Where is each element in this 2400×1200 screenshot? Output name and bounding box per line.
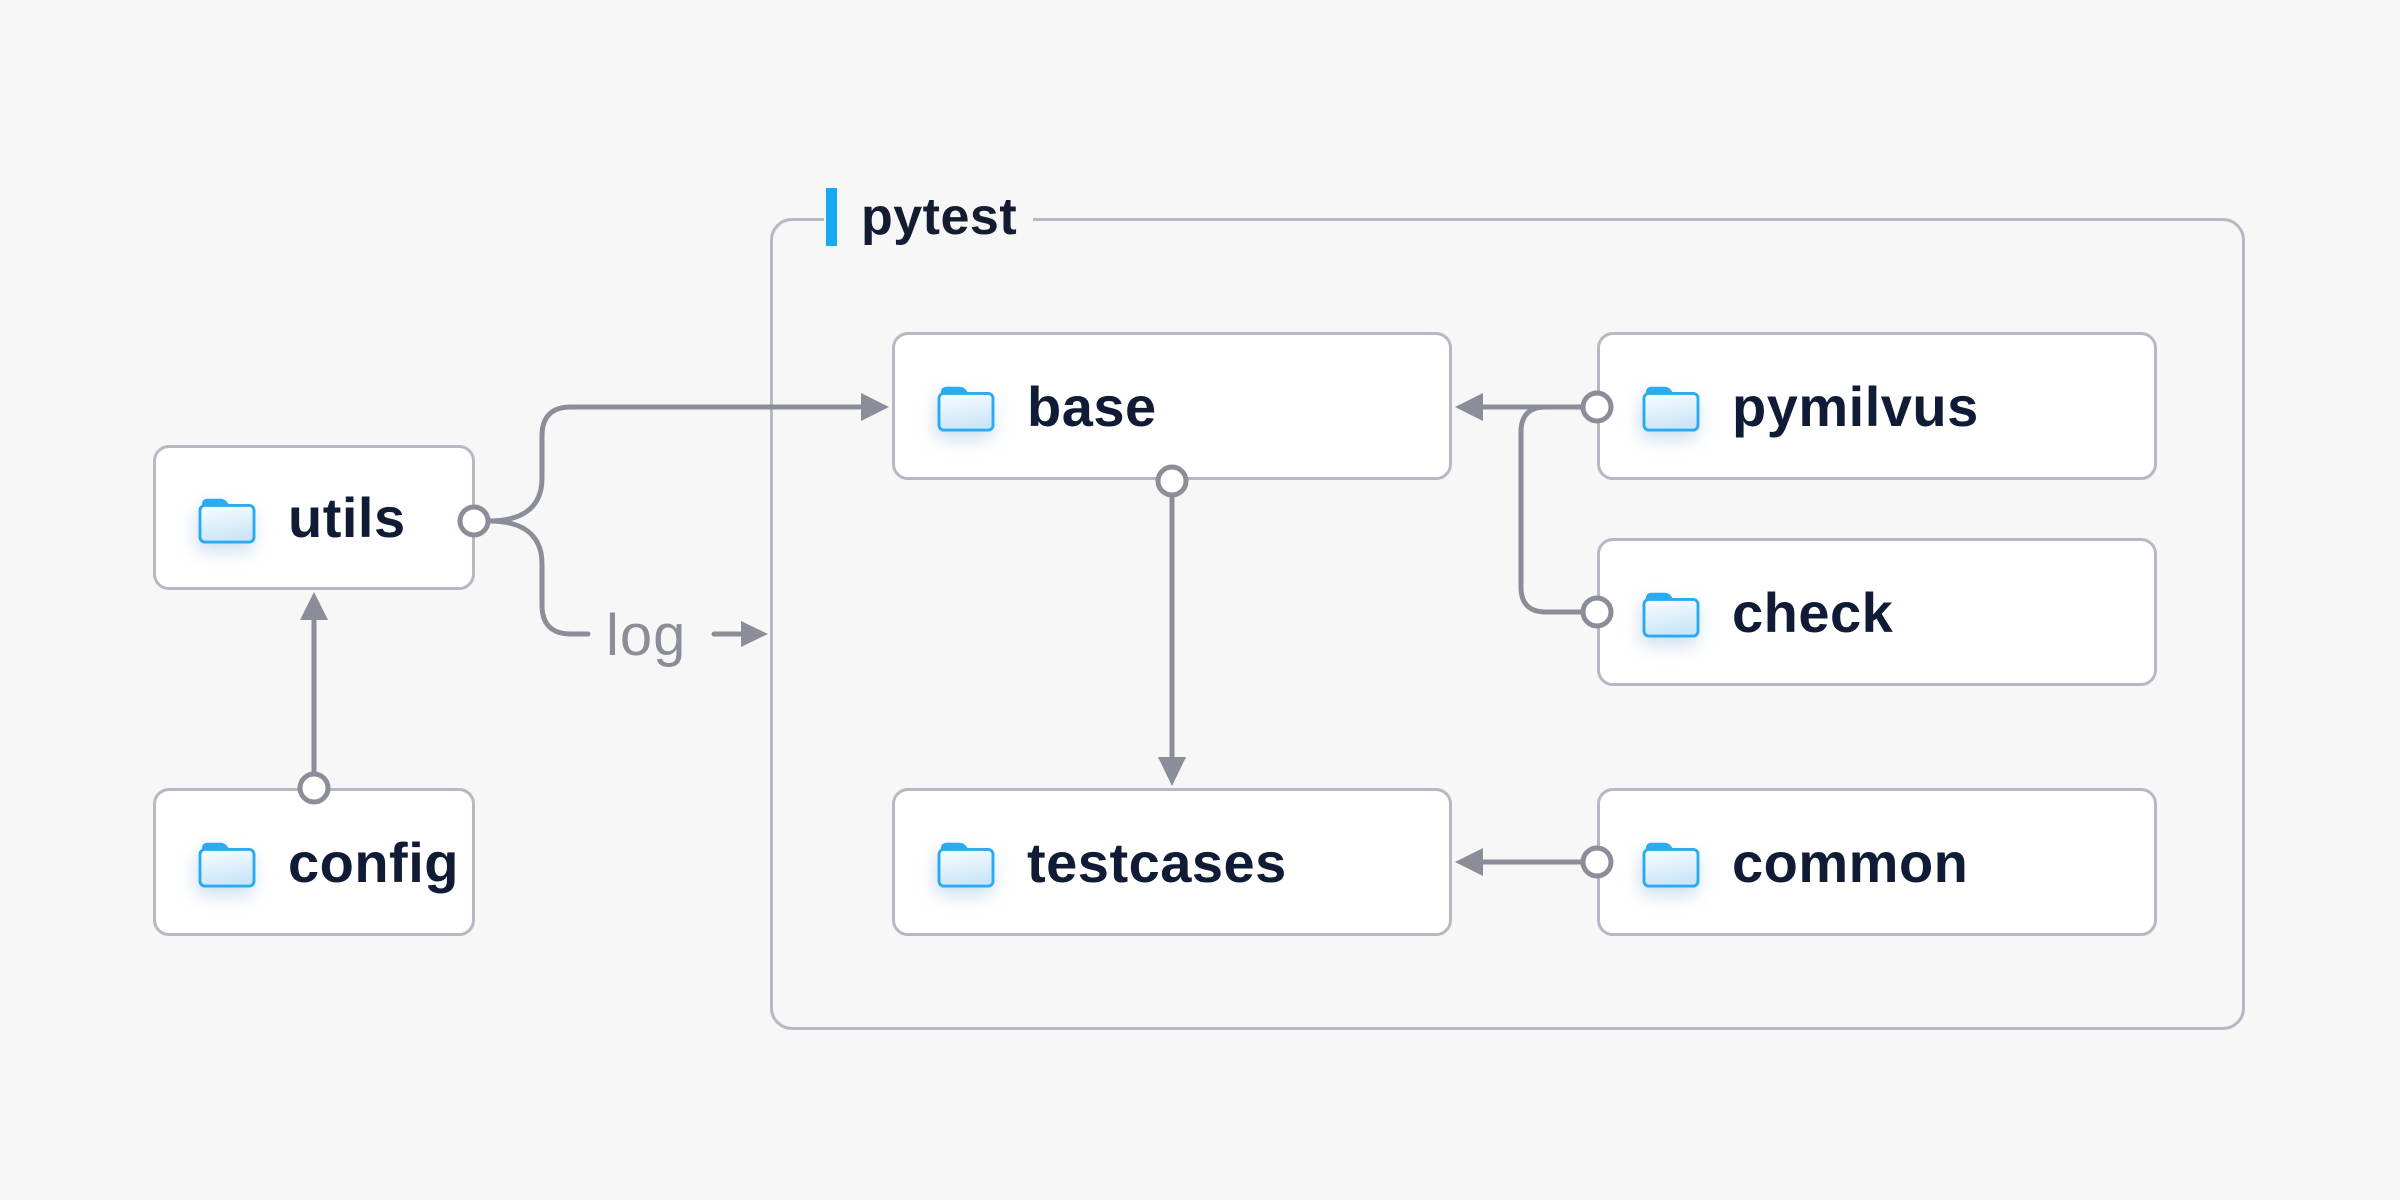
node-label: testcases bbox=[1027, 830, 1287, 894]
arrowhead-log bbox=[741, 621, 768, 647]
node-label: check bbox=[1732, 580, 1894, 644]
node-utils: utils bbox=[153, 445, 475, 590]
node-label: base bbox=[1027, 374, 1157, 438]
edge-label-log: log bbox=[606, 603, 687, 668]
folder-icon bbox=[937, 385, 995, 432]
node-common: common bbox=[1597, 788, 2157, 936]
folder-icon bbox=[198, 841, 256, 888]
accent-bar bbox=[826, 188, 837, 246]
node-check: check bbox=[1597, 538, 2157, 686]
folder-icon bbox=[1642, 591, 1700, 638]
node-label: utils bbox=[288, 486, 406, 549]
node-config: config bbox=[153, 788, 475, 936]
folder-icon bbox=[1642, 841, 1700, 888]
pytest-group-label: pytest bbox=[824, 186, 1034, 248]
node-label: common bbox=[1732, 830, 1969, 894]
node-label: config bbox=[288, 830, 459, 894]
arrowhead-to-utils bbox=[300, 592, 328, 620]
node-pymilvus: pymilvus bbox=[1597, 332, 2157, 480]
node-testcases: testcases bbox=[892, 788, 1452, 936]
folder-icon bbox=[1642, 385, 1700, 432]
folder-icon bbox=[937, 841, 995, 888]
node-base: base bbox=[892, 332, 1452, 480]
pytest-group-box bbox=[770, 218, 2245, 1030]
group-title: pytest bbox=[861, 188, 1018, 246]
folder-icon bbox=[198, 496, 256, 544]
node-label: pymilvus bbox=[1732, 374, 1979, 438]
